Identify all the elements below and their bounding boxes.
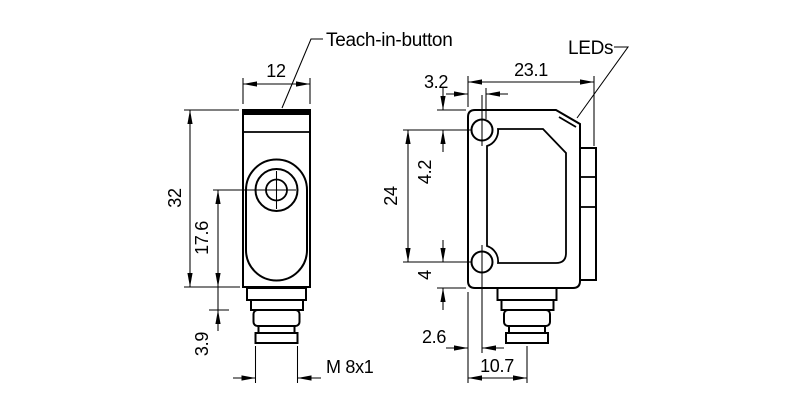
side-connector-nut [503,309,551,327]
leds-label: LEDs [568,38,613,59]
side-connector-step [500,299,555,311]
dim-text-connector-step: 3.9 [192,332,212,356]
dim-text-height: 32 [165,188,185,208]
dim-text-hole-spacing: 24 [381,186,401,206]
front-connector-ring [257,325,296,334]
dim-text-lens-center: 17.6 [192,221,212,255]
front-connector-thread-tip [254,332,299,344]
annotation-texts: Teach-in-button LEDs 12 32 17.6 3.9 M 8x… [165,30,614,377]
leds-leader-line [576,46,630,119]
front-view [213,109,311,344]
front-connector-nut [252,309,301,327]
front-window-outline [245,158,308,282]
side-body-outline [467,109,581,289]
label-recess-outline [486,128,567,264]
dim-text-depth: 23.1 [514,60,548,80]
dim-text-hole-top-offset: 4.2 [415,160,435,184]
led-window-chamfer [558,116,577,128]
front-connector-step [250,299,304,311]
side-connector-flange [496,287,558,301]
front-view-dimensions [184,38,323,383]
teach-button-leader-line [281,38,323,109]
dim-text-connector-center: 10.7 [480,356,514,376]
dim-text-hole-front-bottom: 2.6 [422,327,446,347]
side-connector-ring [508,325,546,334]
dim-text-thread: M 8x1 [326,357,374,377]
side-view-dimensions [403,46,630,383]
back-plate [579,147,597,281]
dim-text-width: 12 [266,61,286,81]
teach-in-button-label: Teach-in-button [326,30,452,51]
side-connector-thread-tip [505,332,549,344]
side-view [467,109,597,344]
dim-text-hole-front-top: 3.2 [424,72,448,92]
dim-text-hole-bottom-offset: 4 [415,270,435,280]
front-connector-flange [246,287,307,301]
